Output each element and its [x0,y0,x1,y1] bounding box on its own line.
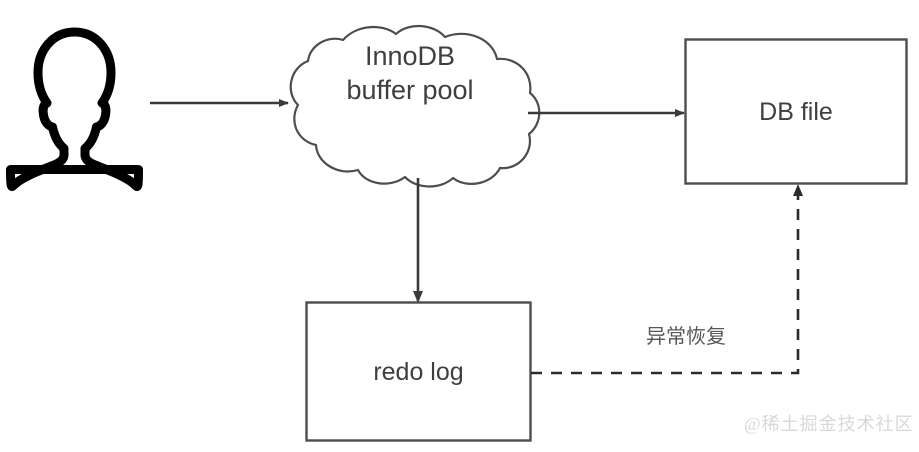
redo-log-box [305,301,532,442]
db-file-box [684,38,908,185]
user-person-icon [6,27,143,191]
buffer-pool-cloud-shape [289,25,541,188]
watermark-text: @稀土掘金技术社区 [744,414,914,434]
edge-redo-log-to-db-file-dashed [531,184,803,375]
abnormal-recovery-edge-label: 异常恢复 [646,326,726,348]
